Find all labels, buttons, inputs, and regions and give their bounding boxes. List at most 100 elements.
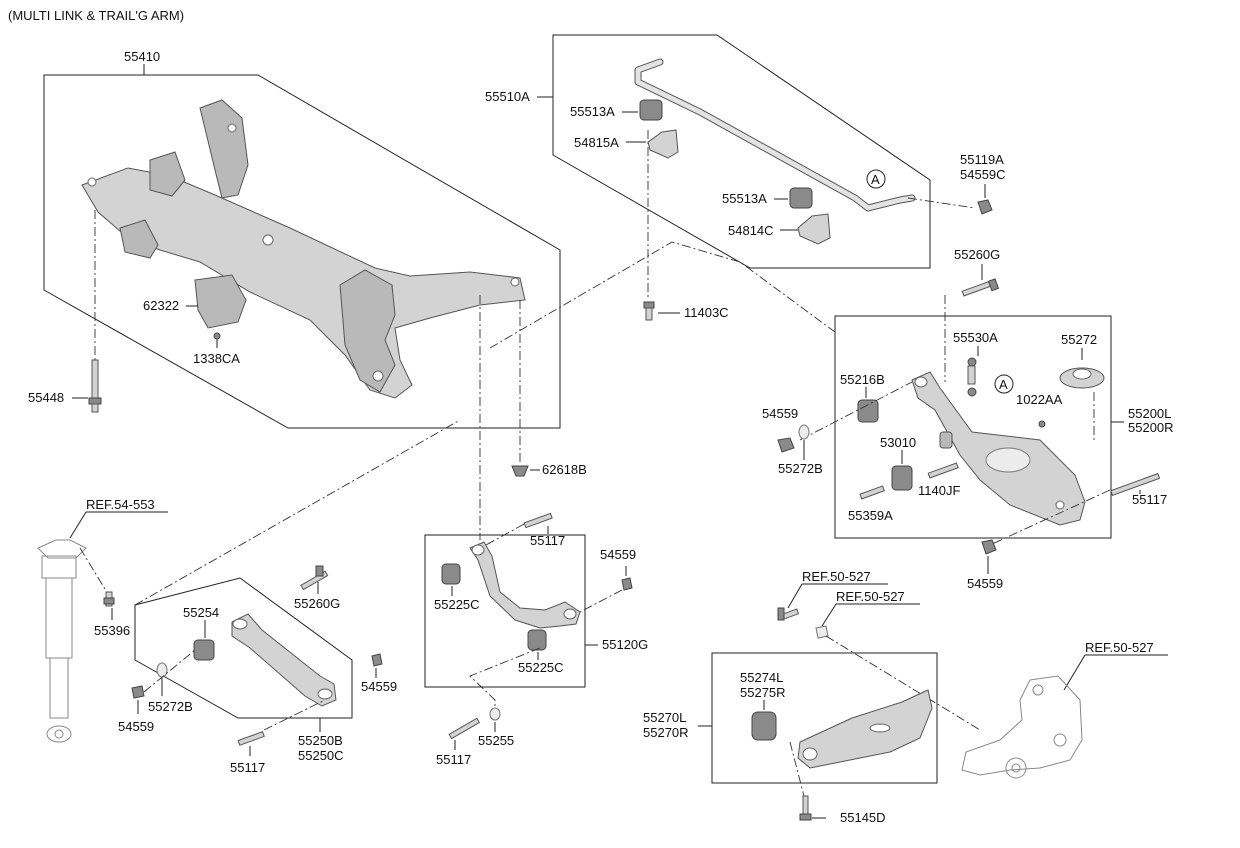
bolt-55359A bbox=[859, 485, 885, 500]
callout-55270R[interactable]: 55270R bbox=[643, 725, 689, 740]
callout-55260G-top[interactable]: 55260G bbox=[954, 247, 1000, 262]
callout-A-2[interactable]: A bbox=[999, 377, 1008, 392]
callout-55513A-bot[interactable]: 55513A bbox=[722, 191, 767, 206]
callout-REF50527-c[interactable]: REF.50-527 bbox=[1085, 640, 1154, 655]
nut-54559-l bbox=[131, 685, 145, 699]
callout-A-1[interactable]: A bbox=[871, 172, 880, 187]
bolt-55260G-top bbox=[961, 278, 1000, 297]
nut-62618B bbox=[511, 465, 529, 477]
bolt-1022AA bbox=[1038, 420, 1046, 428]
trailing-arm-frame bbox=[711, 652, 938, 784]
callout-55396[interactable]: 55396 bbox=[94, 623, 130, 638]
nut-54559-m bbox=[621, 577, 633, 591]
callout-55510A[interactable]: 55510A bbox=[485, 89, 530, 104]
callout-REF50527-b[interactable]: REF.50-527 bbox=[836, 589, 905, 604]
stabilizer-bar bbox=[634, 58, 916, 212]
bushing-55254 bbox=[193, 639, 215, 661]
callout-53010[interactable]: 53010 bbox=[880, 435, 916, 450]
callout-54559-r[interactable]: 54559 bbox=[762, 406, 798, 421]
dash-55117-m bbox=[485, 523, 525, 546]
dash-55117-r bbox=[989, 489, 1111, 546]
callout-55200L[interactable]: 55200L bbox=[1128, 406, 1171, 421]
link-arm-55250 bbox=[231, 613, 337, 707]
callout-55530A[interactable]: 55530A bbox=[953, 330, 998, 345]
callout-55272B-l[interactable]: 55272B bbox=[148, 699, 193, 714]
upper-arm-55120G bbox=[469, 541, 581, 629]
leader-REF50527-a bbox=[787, 583, 803, 609]
callout-55225C-a[interactable]: 55225C bbox=[434, 597, 480, 612]
callout-11403C[interactable]: 11403C bbox=[684, 305, 729, 320]
dash-55119A bbox=[907, 197, 976, 209]
callout-55200R[interactable]: 55200R bbox=[1128, 420, 1174, 435]
bolt-55396 bbox=[103, 591, 115, 607]
callout-55117-mb[interactable]: 55117 bbox=[436, 752, 471, 767]
callout-55145D[interactable]: 55145D bbox=[840, 810, 886, 825]
callout-55274L[interactable]: 55274L bbox=[740, 670, 783, 685]
callout-1338CA[interactable]: 1338CA bbox=[193, 351, 240, 366]
callout-55120G[interactable]: 55120G bbox=[602, 637, 648, 652]
callout-55250B[interactable]: 55250B bbox=[298, 733, 343, 748]
callout-55117-r[interactable]: 55117 bbox=[1132, 492, 1167, 507]
callout-55216B[interactable]: 55216B bbox=[840, 372, 885, 387]
nut-55119A bbox=[977, 199, 993, 215]
callout-55117-l[interactable]: 55117 bbox=[230, 760, 265, 775]
dash-55145D bbox=[789, 741, 806, 801]
callout-55270L[interactable]: 55270L bbox=[643, 710, 686, 725]
bracket-54815A bbox=[647, 129, 679, 159]
callout-55513A-top[interactable]: 55513A bbox=[570, 104, 615, 119]
washer-55255 bbox=[489, 707, 501, 721]
bushing-55225C-a bbox=[441, 563, 461, 585]
bushing-55216B bbox=[857, 399, 879, 423]
dash-REF50527-b bbox=[825, 635, 981, 731]
bolt-55260G-mid bbox=[300, 565, 329, 591]
callout-54559-m[interactable]: 54559 bbox=[600, 547, 636, 562]
callout-55119A[interactable]: 55119A bbox=[960, 152, 1004, 167]
callout-54814C[interactable]: 54814C bbox=[728, 223, 774, 238]
callout-1022AA[interactable]: 1022AA bbox=[1016, 392, 1063, 407]
callout-55117-m[interactable]: 55117 bbox=[530, 533, 565, 548]
dash-crossmember-to-arm bbox=[489, 241, 836, 349]
callout-55359A[interactable]: 55359A bbox=[848, 508, 893, 523]
bolt-55117-m bbox=[523, 512, 553, 529]
nut-REF50527-b bbox=[815, 625, 829, 639]
bracket-54814C bbox=[797, 213, 831, 245]
link-frame bbox=[134, 577, 353, 719]
callout-54559-l2[interactable]: 54559 bbox=[361, 679, 397, 694]
shock-absorber bbox=[37, 539, 87, 743]
callout-62322[interactable]: 62322 bbox=[143, 298, 179, 313]
bolt-REF50527-a bbox=[777, 607, 800, 621]
callout-REF50527-a[interactable]: REF.50-527 bbox=[802, 569, 871, 584]
rear-crossmember bbox=[81, 99, 526, 399]
bolt-1140JF bbox=[927, 462, 959, 479]
callout-55254[interactable]: 55254 bbox=[183, 605, 219, 620]
diagram-title: (MULTI LINK & TRAIL'G ARM) bbox=[8, 8, 184, 23]
ref-circle-A-2 bbox=[994, 374, 1014, 394]
dash-55216B bbox=[799, 381, 913, 441]
callout-55260G-mid[interactable]: 55260G bbox=[294, 596, 340, 611]
callout-55250C[interactable]: 55250C bbox=[298, 748, 344, 763]
callout-62618B[interactable]: 62618B bbox=[542, 462, 587, 477]
callout-54815A[interactable]: 54815A bbox=[574, 135, 619, 150]
callout-54559C[interactable]: 54559C bbox=[960, 167, 1006, 182]
callout-55275R[interactable]: 55275R bbox=[740, 685, 786, 700]
dash-55117-l bbox=[263, 699, 326, 731]
callout-55255[interactable]: 55255 bbox=[478, 733, 514, 748]
callout-54559-l[interactable]: 54559 bbox=[118, 719, 154, 734]
callout-55225C-b[interactable]: 55225C bbox=[518, 660, 564, 675]
callout-54559-rb[interactable]: 54559 bbox=[967, 576, 1003, 591]
callout-55272[interactable]: 55272 bbox=[1061, 332, 1097, 347]
bushing-55274L bbox=[751, 711, 777, 741]
callout-55272B-r[interactable]: 55272B bbox=[778, 461, 823, 476]
callout-REF54553[interactable]: REF.54-553 bbox=[86, 497, 155, 512]
callout-55448[interactable]: 55448 bbox=[28, 390, 64, 405]
leader-REF50527-b bbox=[821, 603, 837, 627]
leader-REF50527-c bbox=[1063, 654, 1086, 691]
bushing-55513A-bot bbox=[789, 187, 813, 209]
callout-1140JF[interactable]: 1140JF bbox=[918, 483, 960, 498]
callout-55410[interactable]: 55410 bbox=[124, 49, 160, 64]
ref-circle-A-1 bbox=[866, 169, 886, 189]
knuckle bbox=[961, 675, 1083, 779]
bolt-55117-r bbox=[1110, 472, 1161, 497]
